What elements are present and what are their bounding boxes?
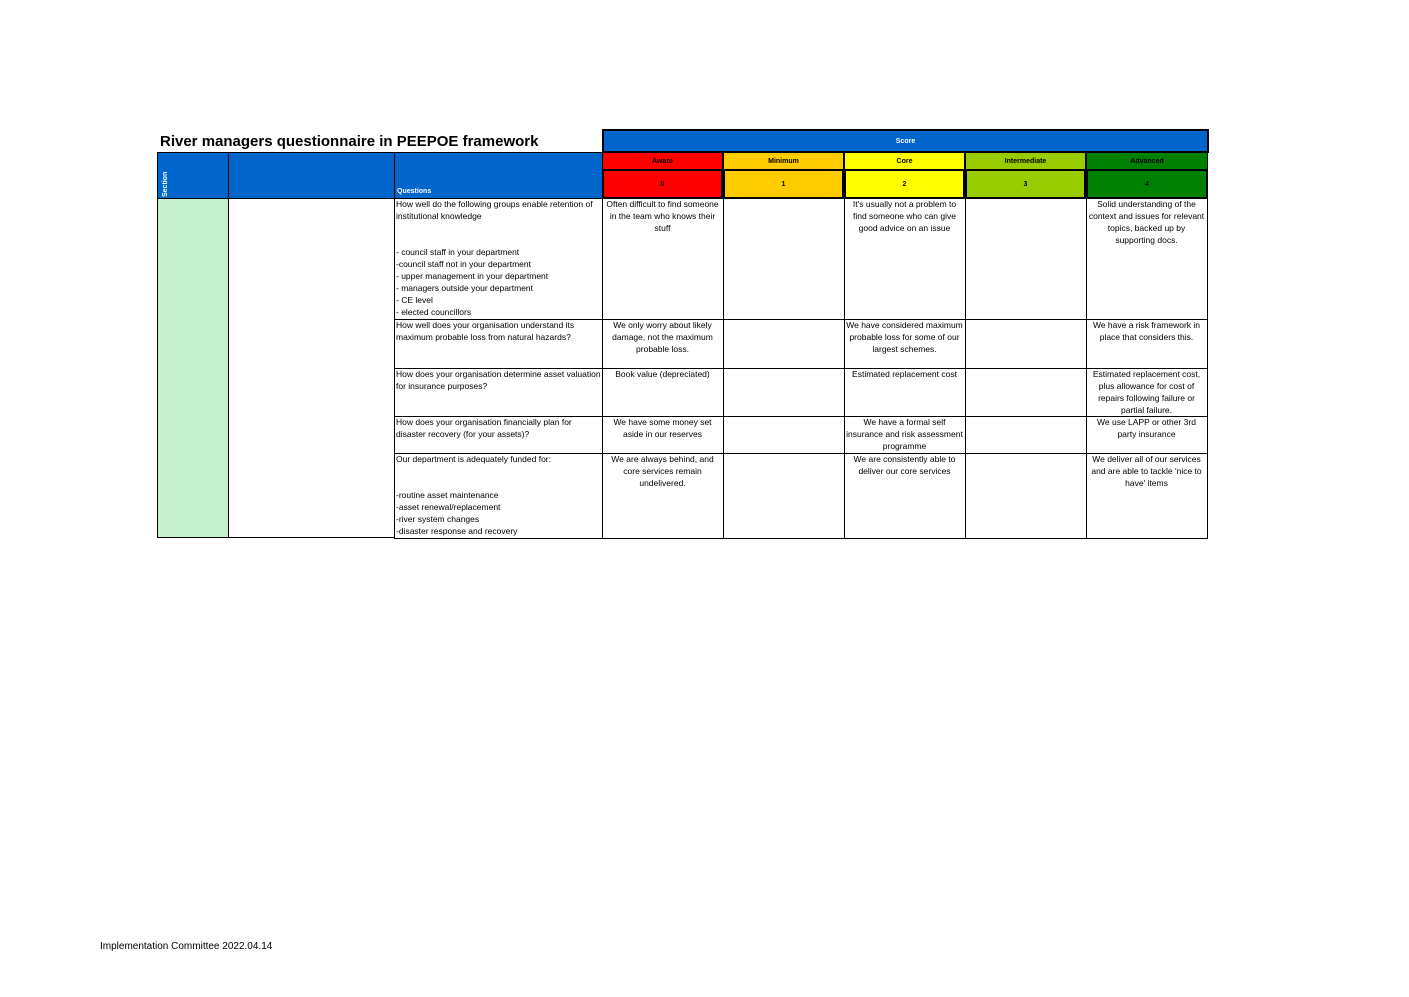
answer-core: We are consistently able to deliver our … <box>844 453 966 539</box>
page-title: River managers questionnaire in PEEPOE f… <box>160 133 539 150</box>
section-cell <box>157 198 229 538</box>
question-cell: Our department is adequately funded for:… <box>394 453 603 539</box>
answer-core: Estimated replacement cost <box>844 368 966 417</box>
section-header: Section <box>157 152 229 199</box>
answer-core: We have a formal self insurance and risk… <box>844 416 966 454</box>
answer-advanced: We use LAPP or other 3rd party insurance <box>1086 416 1208 454</box>
footer-text: Implementation Committee 2022.04.14 <box>100 941 273 952</box>
level-name-intermediate: Intermediate <box>965 152 1086 170</box>
level-name-core: Core <box>844 152 965 170</box>
answer-advanced: We have a risk framework in place that c… <box>1086 319 1208 369</box>
category-cell <box>228 198 395 538</box>
answer-advanced: We deliver all of our services and are a… <box>1086 453 1208 539</box>
level-score-advanced: 4 <box>1086 169 1208 199</box>
answer-advanced: Solid understanding of the context and i… <box>1086 198 1208 320</box>
section-label: Section <box>162 171 169 197</box>
answer-minimum <box>723 453 845 539</box>
answer-intermediate <box>965 198 1087 320</box>
answer-aware: We have some money set aside in our rese… <box>602 416 724 454</box>
score-label: Score <box>895 137 916 145</box>
level-score-aware: 0 <box>602 169 723 199</box>
level-score-minimum: 1 <box>723 169 844 199</box>
category-header <box>228 152 395 199</box>
answer-aware: Often difficult to find someone in the t… <box>602 198 724 320</box>
questions-label: Questions <box>397 188 432 195</box>
answer-aware: Book value (depreciated) <box>602 368 724 417</box>
answer-intermediate <box>965 368 1087 417</box>
answer-aware: We are always behind, and core services … <box>602 453 724 539</box>
question-cell: How does your organisation determine ass… <box>394 368 603 417</box>
score-header: Score <box>602 129 1209 153</box>
answer-intermediate <box>965 319 1087 369</box>
question-cell: How well does your organisation understa… <box>394 319 603 369</box>
questions-header: Questions <box>394 152 603 199</box>
question-cell: How does your organisation financially p… <box>394 416 603 454</box>
level-score-intermediate: 3 <box>965 169 1086 199</box>
level-name-minimum: Minimum <box>723 152 844 170</box>
answer-aware: We only worry about likely damage, not t… <box>602 319 724 369</box>
question-cell: How well do the following groups enable … <box>394 198 603 320</box>
level-name-advanced: Advanced <box>1086 152 1208 170</box>
answer-minimum <box>723 198 845 320</box>
answer-advanced: Estimated replacement cost, plus allowan… <box>1086 368 1208 417</box>
answer-intermediate <box>965 416 1087 454</box>
answer-minimum <box>723 319 845 369</box>
level-score-core: 2 <box>844 169 965 199</box>
answer-minimum <box>723 368 845 417</box>
level-name-aware: Aware <box>602 152 723 170</box>
answer-core: We have considered maximum probable loss… <box>844 319 966 369</box>
answer-core: It's usually not a problem to find someo… <box>844 198 966 320</box>
answer-minimum <box>723 416 845 454</box>
answer-intermediate <box>965 453 1087 539</box>
